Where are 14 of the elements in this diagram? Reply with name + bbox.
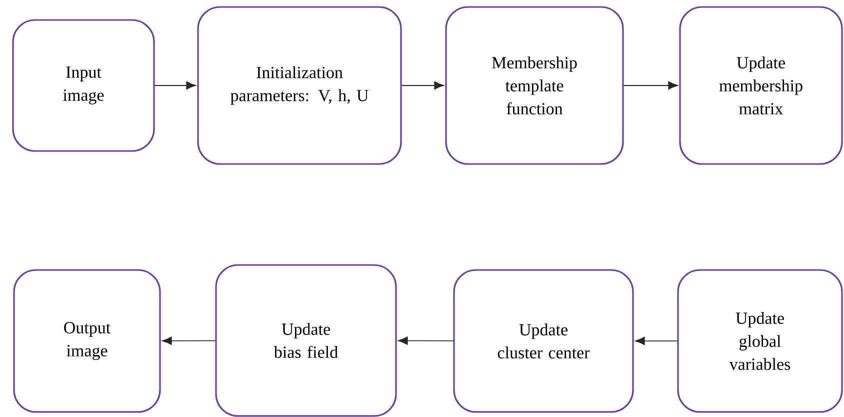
arrow bbox=[401, 81, 444, 90]
process-box: Update membership matrix bbox=[679, 6, 843, 165]
process-box: Update bias field bbox=[215, 264, 397, 417]
arrow bbox=[154, 81, 196, 90]
process-box: Update cluster center bbox=[453, 269, 634, 413]
process-box: Output image bbox=[13, 269, 161, 413]
process-box: Membership template function bbox=[445, 6, 624, 165]
arrow bbox=[623, 81, 678, 90]
process-box: Initialization parameters: V, h, U bbox=[197, 6, 402, 165]
process-box: Input image bbox=[12, 19, 155, 152]
arrow bbox=[635, 336, 678, 346]
arrow bbox=[398, 336, 454, 345]
arrow bbox=[162, 336, 216, 345]
process-box: Update global variables bbox=[677, 269, 843, 413]
